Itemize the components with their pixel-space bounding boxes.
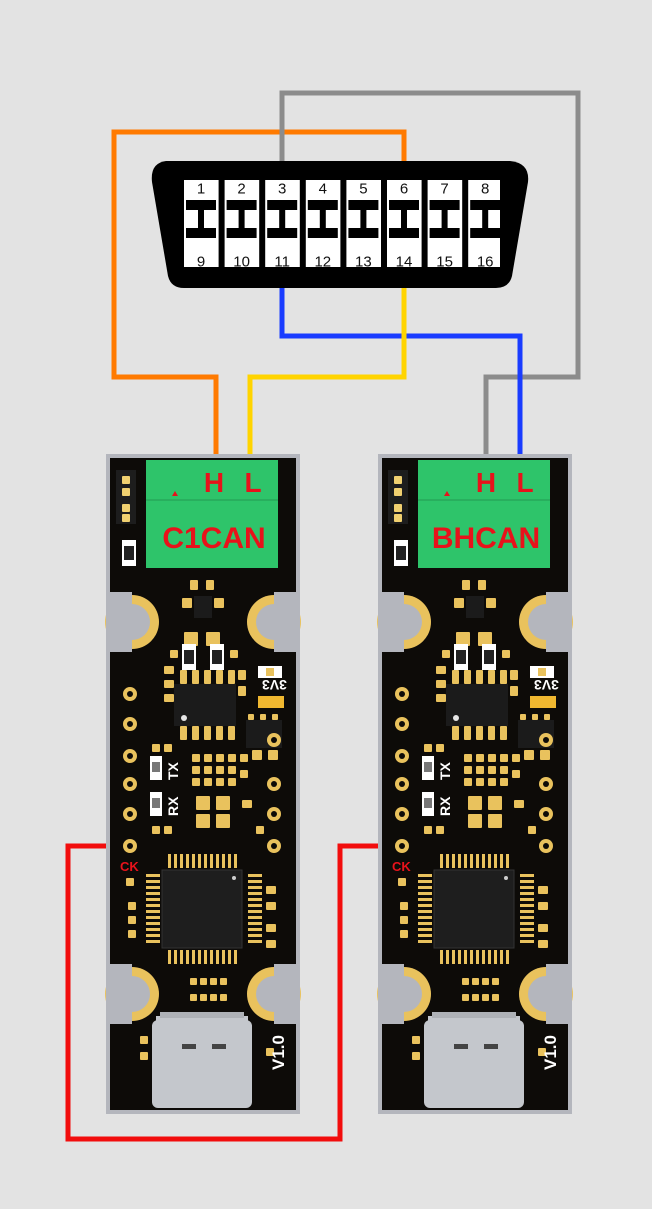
wire-blue — [279, 268, 523, 460]
silk-rx: RX — [165, 796, 181, 816]
version-label: V1.0 — [269, 1035, 288, 1070]
screw-terminal — [146, 460, 278, 568]
bus-label: C1CAN — [162, 522, 265, 555]
screw-terminal — [418, 460, 550, 568]
wire-gray — [279, 90, 581, 460]
silk-ck: CK — [120, 859, 139, 874]
terminal-label-l: L — [516, 467, 533, 498]
wire-red — [65, 843, 396, 1142]
silk-rx: RX — [437, 796, 453, 816]
bus-label: BHCAN — [432, 522, 540, 555]
silk-3v3: 3V3 — [262, 677, 287, 693]
jumper-header — [388, 470, 408, 524]
wires — [65, 90, 581, 1142]
jumper-header — [116, 470, 136, 524]
obd-pin-label: 4 — [319, 181, 327, 198]
obd-pin-label: 1 — [197, 181, 205, 198]
obd-pin-label: 7 — [440, 181, 448, 198]
wire-orange — [111, 129, 407, 460]
terminal-label-h: H — [476, 467, 496, 498]
wire-yellow — [247, 268, 407, 460]
usb-c-connector — [152, 1020, 252, 1108]
silk-tx: TX — [165, 761, 181, 780]
obd-pin-label: 8 — [481, 181, 489, 198]
obd-pin-label: 10 — [233, 254, 250, 271]
obd-pin-label: 16 — [477, 254, 494, 271]
mcu-chip — [433, 869, 515, 949]
obd-pin-label: 3 — [278, 181, 286, 198]
silk-tx: TX — [437, 761, 453, 780]
usb-c-connector — [424, 1020, 524, 1108]
obd-pin-label: 15 — [436, 254, 453, 271]
mcu-chip — [161, 869, 243, 949]
obd-pin-label: 9 — [197, 254, 205, 271]
obd-pin-label: 6 — [400, 181, 408, 198]
terminal-label-l: L — [244, 467, 261, 498]
silk-ck: CK — [392, 859, 411, 874]
obd-pin-label: 2 — [237, 181, 245, 198]
obd-pin-label: 13 — [355, 254, 372, 271]
obd-pin-label: 12 — [314, 254, 331, 271]
version-label: V1.0 — [541, 1035, 560, 1070]
obd-pin-label: 5 — [359, 181, 367, 198]
obd-pin-label: 11 — [274, 254, 290, 271]
silk-3v3: 3V3 — [534, 677, 559, 693]
terminal-label-h: H — [204, 467, 224, 498]
obd-pin-label: 14 — [396, 254, 413, 271]
